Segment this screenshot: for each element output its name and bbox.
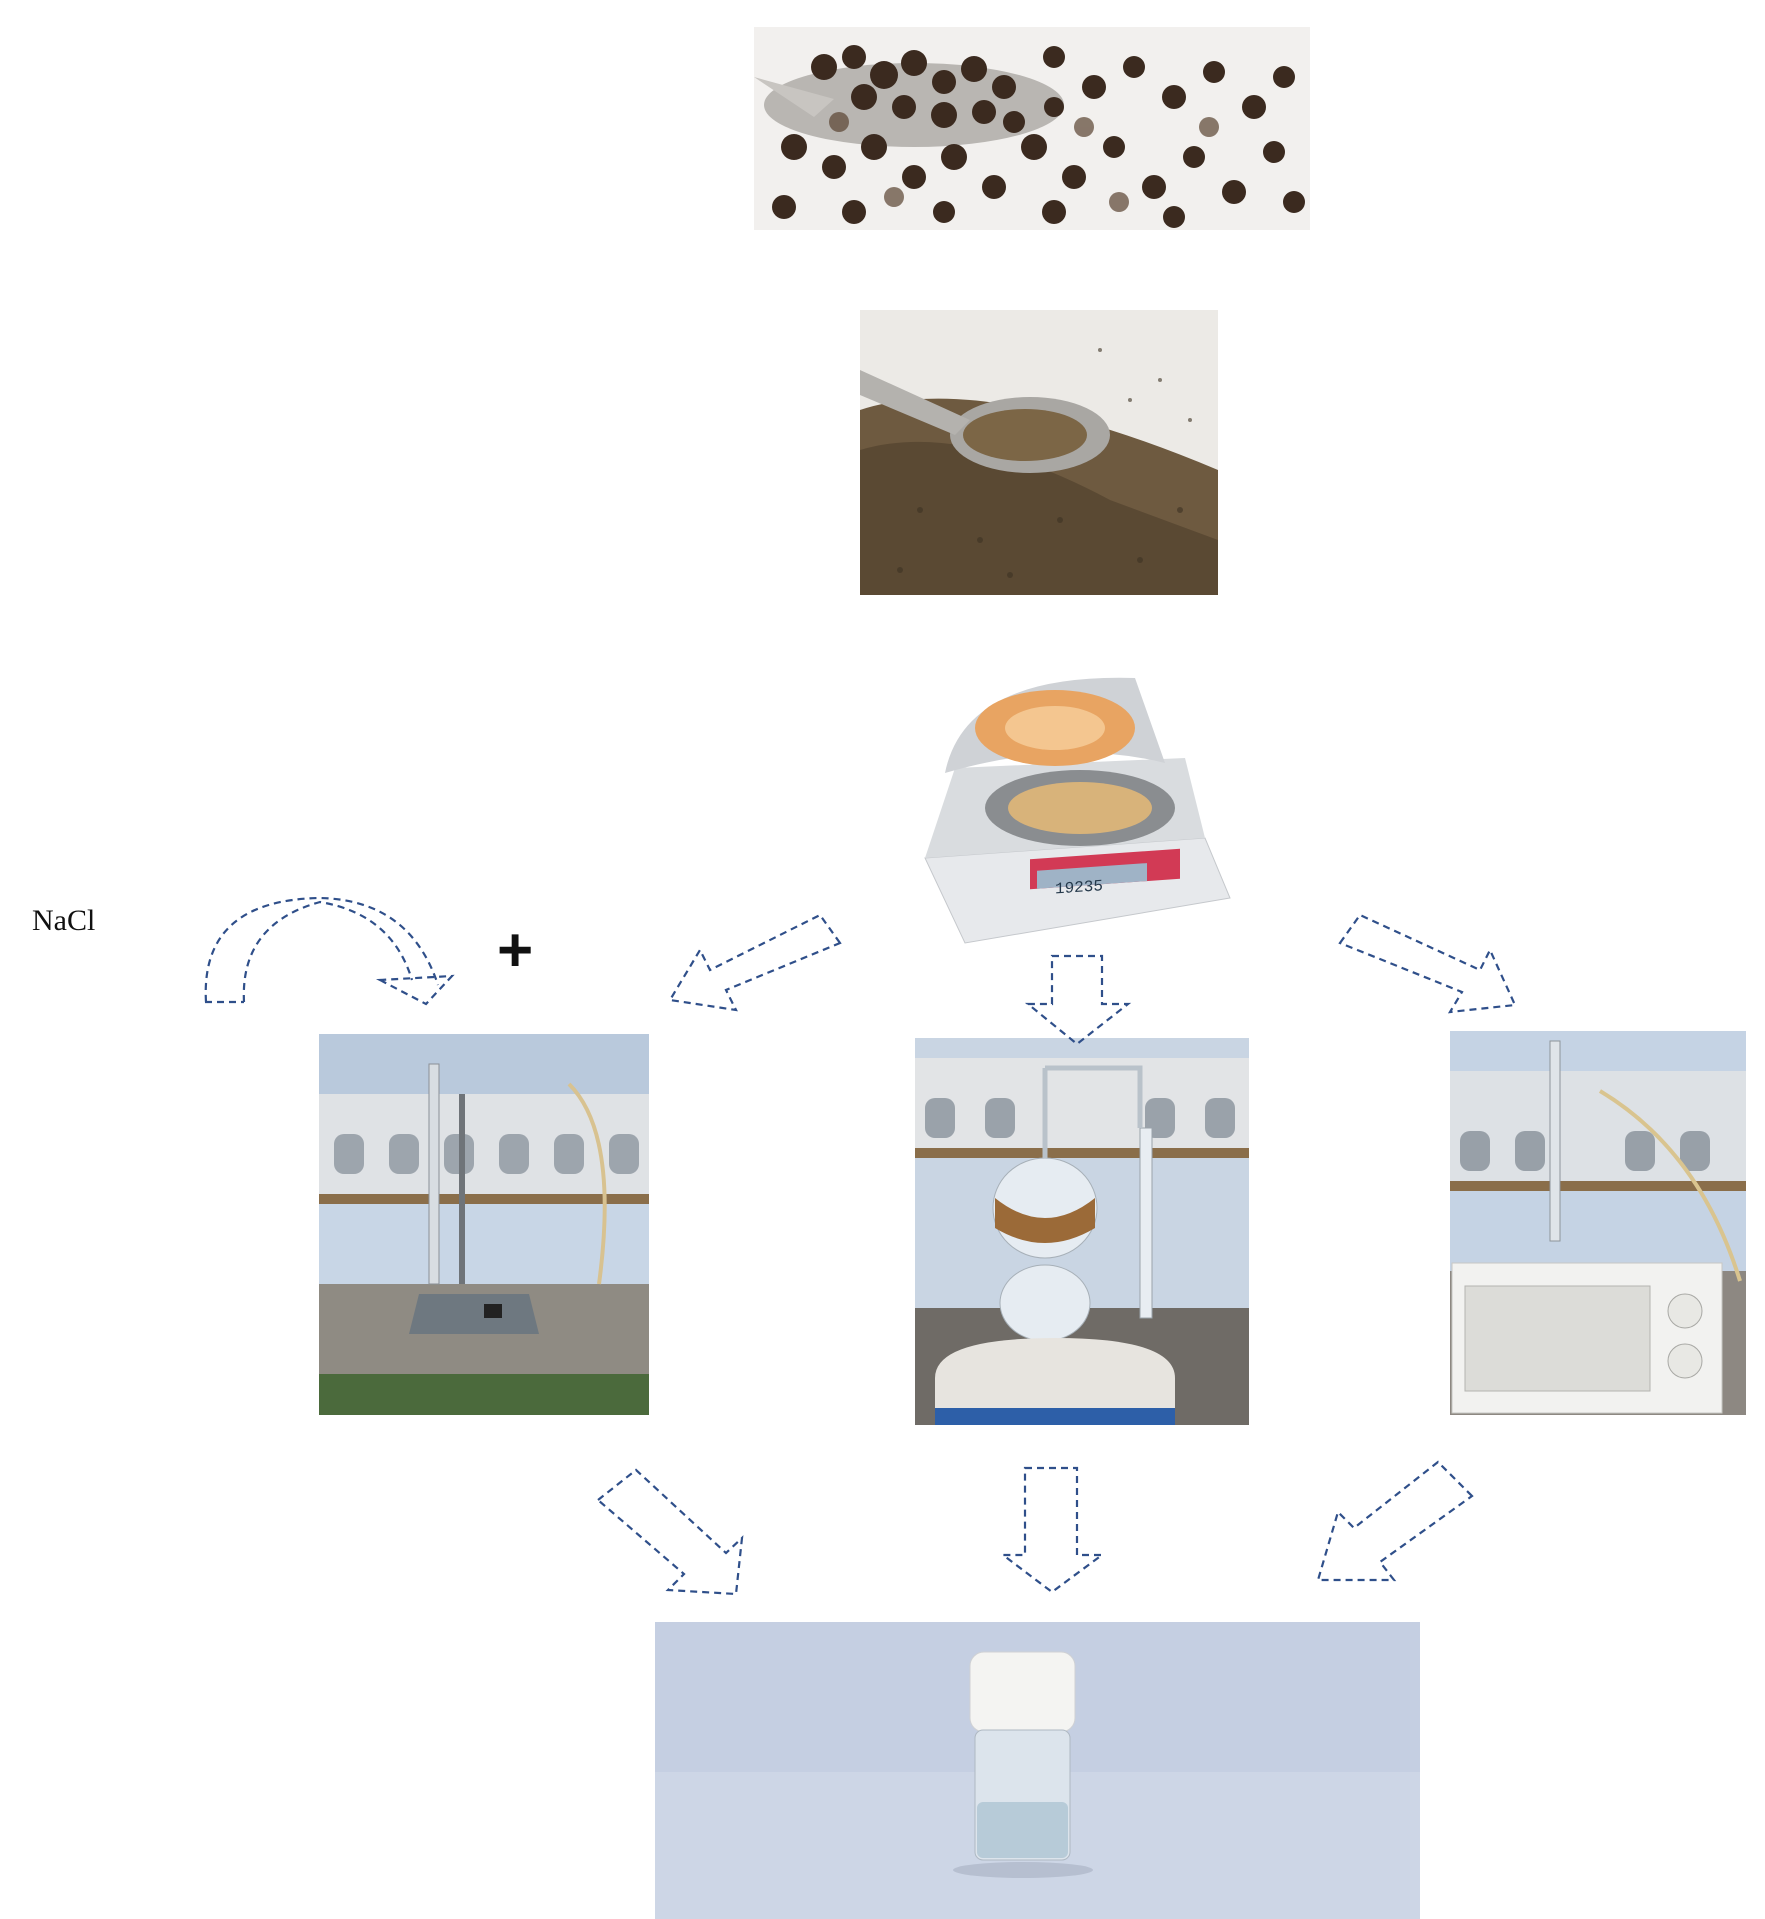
arrow-hydrodistillation-to-vial: [596, 1468, 744, 1596]
steam-distillation-setup-photo: [915, 1038, 1249, 1425]
nacl-label: NaCl: [32, 904, 96, 937]
analyzer-display-reading: 19235: [1055, 877, 1103, 898]
curved-arrow-nacl-inner: [242, 900, 414, 1003]
ground-pepper-photo: [860, 310, 1218, 595]
arrow-steam-distillation-to-vial: [999, 1466, 1106, 1594]
microwave-distillation-setup-photo: [1450, 1031, 1746, 1415]
arrow-to-microwave-distillation: [1338, 913, 1517, 1014]
whole-peppercorns-photo: [754, 27, 1310, 230]
plus-sign: +: [497, 916, 534, 985]
essential-oil-vial-photo: [655, 1622, 1420, 1919]
arrow-microwave-to-vial: [1316, 1460, 1474, 1582]
arrow-to-steam-distillation: [1024, 954, 1132, 1046]
moisture-analyzer-photo: 19235: [905, 668, 1233, 946]
arrow-to-hydrodistillation: [668, 913, 842, 1012]
hydrodistillation-setup-photo: [319, 1034, 649, 1415]
curved-arrow-nacl-to-plus: [204, 896, 440, 1003]
